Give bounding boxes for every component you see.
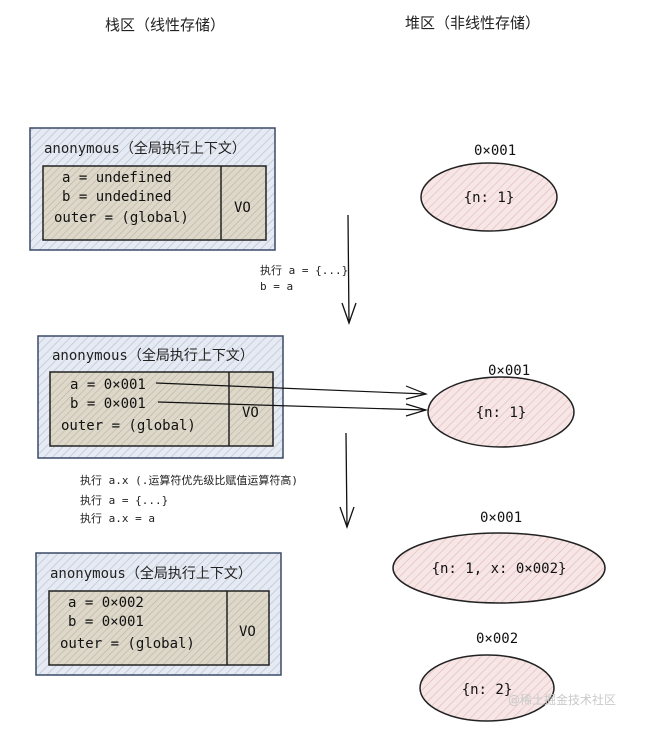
frame-3-var-a: a = 0×002 bbox=[68, 595, 144, 611]
frame-3-var-b: b = 0×001 bbox=[68, 614, 144, 630]
step-arrow-1 bbox=[341, 214, 357, 325]
frame-2-title: anonymous（全局执行上下文） bbox=[52, 347, 254, 364]
frame-1-var-a: a = undefined bbox=[62, 170, 172, 186]
heap-object-4-address: 0×002 bbox=[476, 631, 518, 647]
frame-3-vo-label: VO bbox=[239, 624, 256, 640]
heap-object-4-value: {n: 2} bbox=[462, 682, 513, 698]
reference-arrow-a bbox=[155, 382, 428, 400]
heap-header: 堆区（非线性存储） bbox=[405, 14, 540, 32]
step-note-1-line-1: 执行 a = {...} bbox=[260, 263, 348, 277]
frame-2-variable-box bbox=[49, 371, 274, 447]
execution-context-frame-2: anonymous（全局执行上下文） a = 0×001 b = 0×001 o… bbox=[37, 335, 284, 459]
frame-3-title: anonymous（全局执行上下文） bbox=[50, 565, 252, 582]
frame-1-var-b: b = undedined bbox=[62, 189, 172, 205]
stack-header: 栈区（线性存储） bbox=[105, 16, 225, 34]
frame-3-variable-box bbox=[48, 590, 270, 666]
frame-3-var-outer: outer = (global) bbox=[60, 636, 195, 652]
heap-object-4: 0×002 {n: 2} bbox=[419, 631, 555, 722]
execution-context-frame-3: anonymous（全局执行上下文） a = 0×002 b = 0×001 o… bbox=[35, 552, 282, 676]
heap-object-3-value: {n: 1, x: 0×002} bbox=[432, 561, 567, 577]
heap-object-2-value: {n: 1} bbox=[476, 405, 527, 421]
step-note-2-line-2: 执行 a = {...} bbox=[80, 493, 168, 507]
heap-object-1-address: 0×001 bbox=[474, 143, 516, 159]
step-arrow-2 bbox=[339, 432, 355, 529]
frame-2-var-outer: outer = (global) bbox=[61, 418, 196, 434]
heap-object-3: 0×001 {n: 1, x: 0×002} bbox=[392, 510, 606, 604]
watermark: @稀土掘金技术社区 bbox=[508, 692, 616, 707]
heap-object-2: 0×001 {n: 1} bbox=[427, 363, 575, 448]
frame-2-var-a: a = 0×001 bbox=[70, 377, 146, 393]
step-note-2-line-3: 执行 a.x = a bbox=[80, 511, 155, 525]
heap-object-1: 0×001 {n: 1} bbox=[420, 143, 558, 232]
frame-1-var-outer: outer = (global) bbox=[54, 210, 189, 226]
step-note-1-line-2: b = a bbox=[260, 280, 293, 293]
heap-object-1-value: {n: 1} bbox=[464, 190, 515, 206]
step-note-2-line-1: 执行 a.x (.运算符优先级比赋值运算符高) bbox=[80, 473, 298, 487]
reference-arrow-b bbox=[157, 401, 429, 417]
frame-2-var-b: b = 0×001 bbox=[70, 396, 146, 412]
execution-context-frame-1: anonymous（全局执行上下文） a = undefined b = und… bbox=[29, 127, 276, 251]
frame-1-title: anonymous（全局执行上下文） bbox=[44, 140, 246, 157]
frame-1-variable-box bbox=[42, 165, 267, 241]
heap-object-3-address: 0×001 bbox=[480, 510, 522, 526]
frame-1-vo-label: VO bbox=[234, 200, 251, 216]
frame-2-vo-label: VO bbox=[242, 405, 259, 421]
heap-object-2-address: 0×001 bbox=[488, 363, 530, 379]
